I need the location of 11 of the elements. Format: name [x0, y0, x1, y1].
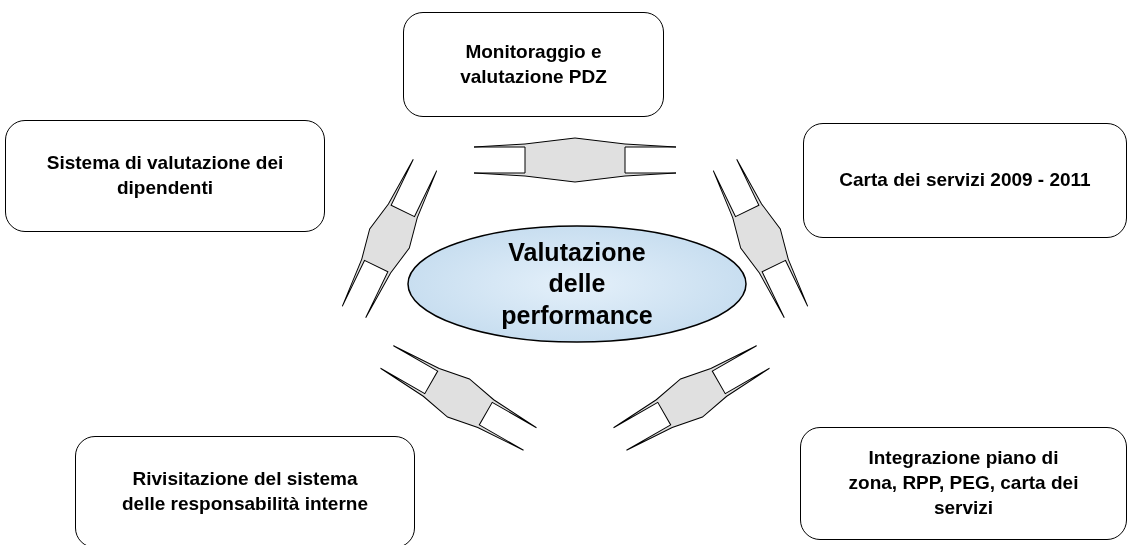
rounded-box — [403, 12, 664, 117]
box-label: Rivisitazione del sistema delle responsabilità interne — [121, 467, 369, 516]
rounded-box — [803, 123, 1127, 238]
center-title: Valutazione delle performance — [500, 237, 654, 331]
rounded-box — [75, 436, 415, 545]
rounded-box — [5, 120, 325, 232]
rounded-box — [800, 427, 1127, 540]
box-label: Sistema di valutazione dei dipendenti — [45, 151, 285, 200]
box-label: Monitoraggio e valutazione PDZ — [459, 39, 608, 89]
box-label: Integrazione piano di zona, RPP, PEG, carta dei servizi — [847, 446, 1080, 520]
box-label: Carta dei servizi 2009 - 2011 — [839, 168, 1091, 193]
